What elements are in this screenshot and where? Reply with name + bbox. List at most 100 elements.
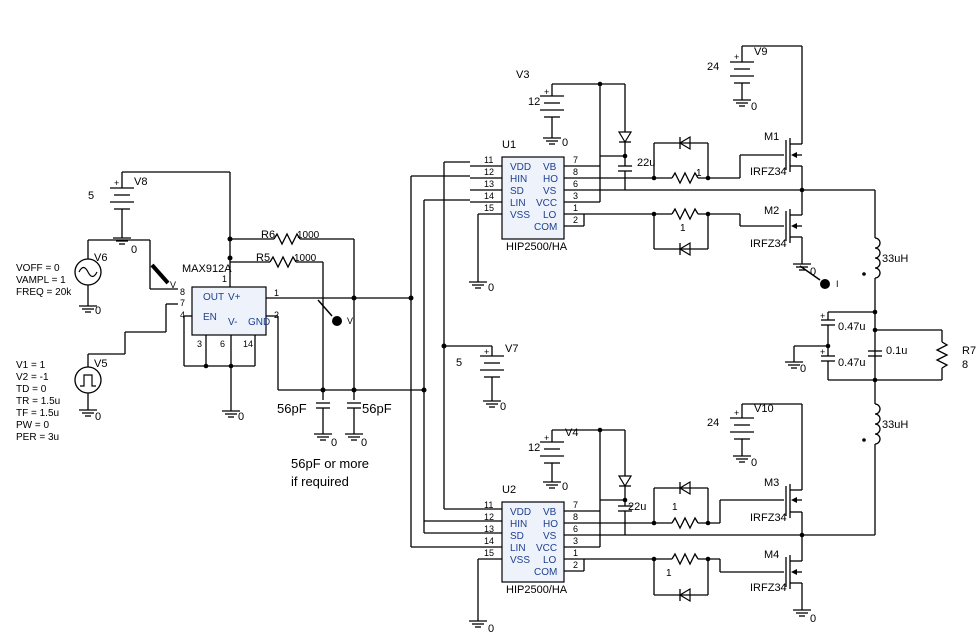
r6-value: 1000: [297, 230, 320, 241]
v4-source: + V4 12 0: [528, 427, 625, 493]
u2-num-13: 13: [484, 524, 494, 534]
u2-pin-com: COM: [534, 567, 557, 578]
v3-value: 12: [528, 96, 540, 108]
current-probe-icon: I: [799, 265, 839, 289]
m1-part: IRFZ34: [750, 166, 787, 178]
ground-label: 0: [751, 457, 757, 469]
v4-value: 12: [528, 442, 540, 454]
ground-label: 0: [810, 266, 816, 278]
ground-label: 0: [95, 305, 101, 317]
cout3-value: 0.1u: [886, 345, 907, 357]
u1-num-14: 14: [484, 191, 494, 201]
ground-label: 0: [488, 282, 494, 294]
u2-num-7: 7: [573, 500, 578, 510]
v8-value: 5: [88, 190, 94, 202]
comparator-max912a: MAX912A 8 7 4 V+ V- GND EN OUT 1 2 3 6 1…: [180, 263, 279, 423]
resistor-r6: R6 1000: [230, 229, 355, 400]
u1-num-7: 7: [573, 155, 578, 165]
mosfet-m3: M3 IRFZ34: [719, 477, 803, 535]
r5-name: R5: [256, 252, 270, 264]
u1-pin-com: COM: [534, 222, 557, 233]
pin-2: 2: [274, 310, 279, 320]
u2-pin-lo: LO: [543, 555, 557, 566]
u2-pin-ho: HO: [543, 519, 558, 530]
u2-num-3: 3: [573, 536, 578, 546]
cout1-value: 0.47u: [838, 321, 866, 333]
u1-pin-sd: SD: [510, 186, 524, 197]
m2-name: M2: [764, 205, 779, 217]
ground-label: 0: [500, 401, 506, 413]
ground-label: 0: [810, 613, 816, 625]
v5-name: V5: [94, 358, 107, 370]
ground-label: 0: [131, 244, 137, 256]
v10-name: V10: [754, 403, 774, 415]
v5-param-6: PER = 3u: [16, 432, 59, 443]
ground-label: 0: [488, 623, 494, 635]
pin-vplus: 1: [222, 274, 227, 284]
probe-v-label: V: [170, 280, 176, 290]
v5-param-3: TR = 1.5u: [16, 396, 60, 407]
v7-source: + V7 5 0: [444, 343, 518, 413]
pin-8: 8: [180, 287, 185, 297]
svg-text:+: +: [734, 408, 739, 418]
pin-1: 1: [274, 288, 279, 298]
v3-source: + V3 12 0: [516, 69, 625, 149]
m1-name: M1: [764, 131, 779, 143]
v5-source: V5 V1 = 1 V2 = -1 TD = 0 TR = 1.5u TF = …: [16, 303, 178, 443]
ground-label: 0: [751, 101, 757, 113]
v5-param-0: V1 = 1: [16, 360, 46, 371]
capacitor-047u-2: + 0.47u: [820, 346, 866, 380]
u1-pin-lo: LO: [543, 210, 557, 221]
v10-source: + V10 24 0: [707, 403, 802, 469]
v9-value: 24: [707, 61, 719, 73]
probe-i-label: I: [836, 279, 839, 289]
r7-value: 8: [962, 359, 968, 371]
u1-pin-vs: VS: [543, 186, 557, 197]
svg-text:+: +: [820, 311, 825, 321]
u2-num-14: 14: [484, 536, 494, 546]
u1-pin-vdd: VDD: [510, 162, 531, 173]
u2-num-2: 2: [573, 560, 578, 570]
resistor-r5: R5 1000: [230, 252, 324, 400]
driver-u2: U2 HIP2500/HA VDD HIN SD LIN VSS VB HO V…: [468, 484, 875, 635]
svg-text:+: +: [734, 52, 739, 62]
voltage-probe-icon: V: [317, 299, 353, 326]
out-label: OUT: [203, 292, 224, 303]
u1-num-15: 15: [484, 203, 494, 213]
cout2-value: 0.47u: [838, 357, 866, 369]
svg-text:+: +: [820, 347, 825, 357]
r5-value: 1000: [294, 253, 317, 264]
m3-part: IRFZ34: [750, 512, 787, 524]
gnd-label: GND: [248, 317, 270, 328]
pin-14: 14: [243, 339, 253, 349]
voltage-probe-icon: V: [150, 263, 176, 290]
ground-label: 0: [361, 437, 367, 449]
ground-label: 0: [95, 411, 101, 423]
u1-part: HIP2500/HA: [506, 241, 568, 253]
gate-r-m4: 1: [666, 568, 672, 579]
v3-name: V3: [516, 69, 529, 81]
boot-cap-u2: 22u: [628, 501, 646, 513]
u2-pin-vb: VB: [543, 507, 557, 518]
ground-label: 0: [331, 437, 337, 449]
m2-part: IRFZ34: [750, 238, 787, 250]
svg-text:+: +: [484, 347, 489, 357]
u2-name: U2: [502, 484, 516, 496]
v6-source: V6 VOFF = 0 VAMPL = 1 FREQ = 20k 0: [16, 239, 178, 317]
c1-value: 56pF: [277, 401, 307, 416]
u1-name: U1: [502, 139, 516, 151]
ground-label: 0: [562, 137, 568, 149]
svg-text:+: +: [114, 178, 119, 188]
gate-r-m1: 1: [696, 168, 702, 179]
m4-part: IRFZ34: [750, 582, 787, 594]
r7-name: R7: [962, 345, 976, 357]
u1-pin-lin: LIN: [510, 198, 526, 209]
u1-num-2: 2: [573, 215, 578, 225]
v7-value: 5: [456, 357, 462, 369]
ground-label: 0: [562, 481, 568, 493]
u1-pin-vss: VSS: [510, 210, 530, 221]
u1-pin-ho: HO: [543, 174, 558, 185]
ground-label: 0: [238, 411, 244, 423]
capacitor-56pf-2: 56pF 0: [344, 401, 392, 449]
